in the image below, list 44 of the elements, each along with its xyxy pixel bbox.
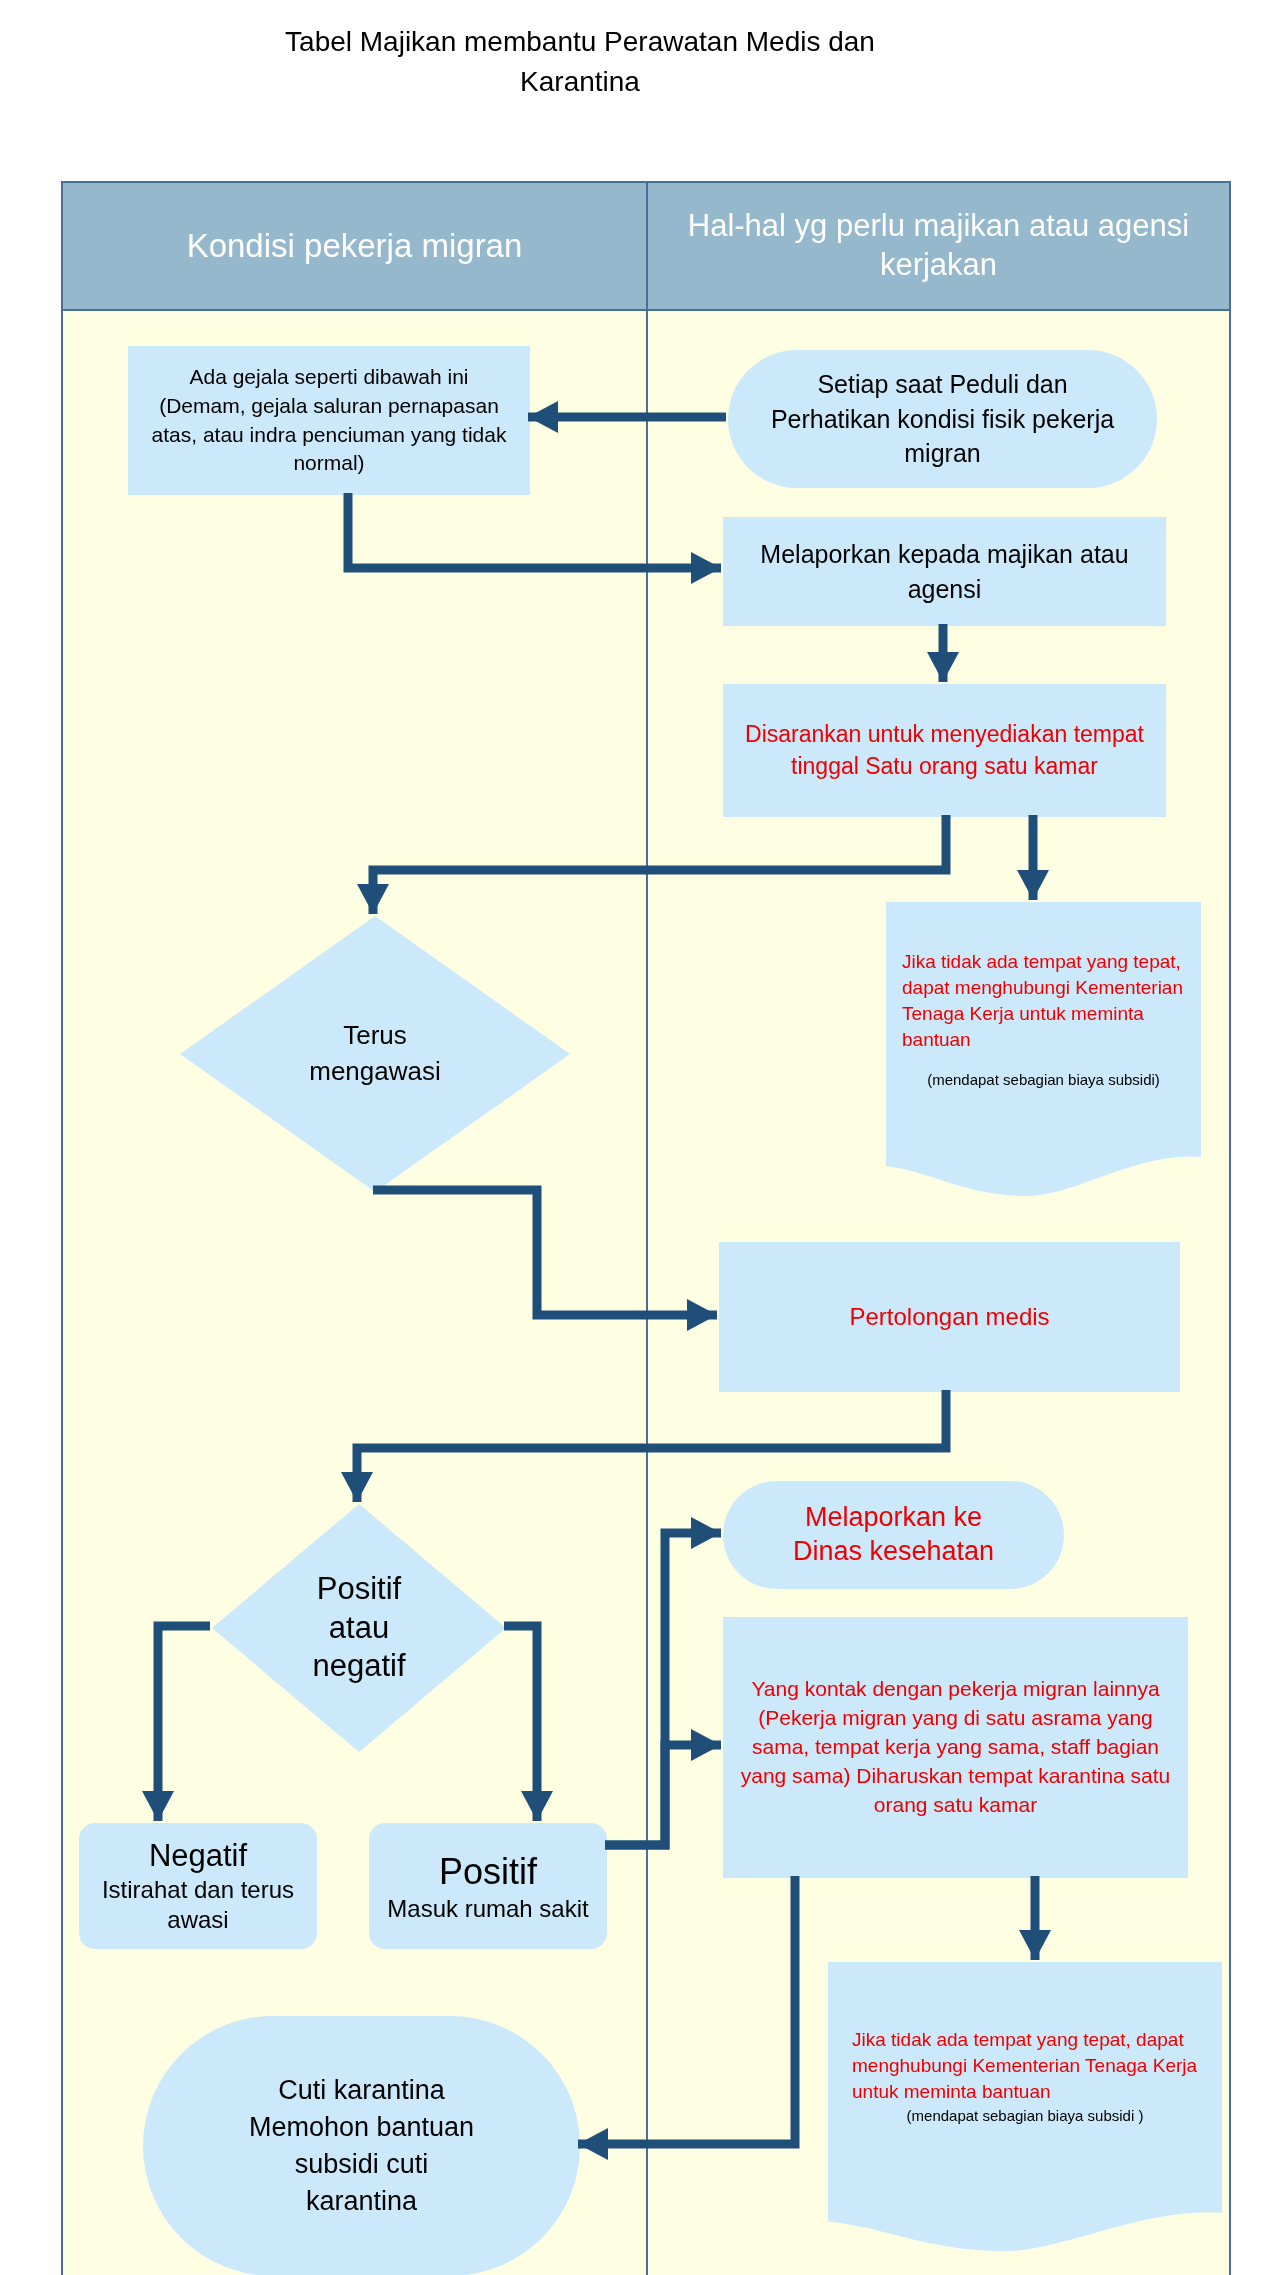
node-text: Positif (438, 1849, 537, 1894)
decision-diamond (212, 1504, 506, 1752)
process-box (128, 346, 530, 495)
decision-diamond (180, 916, 570, 1192)
arrow (504, 1621, 553, 1821)
swimlane (61, 181, 646, 2275)
node-text: Masuk rumah sakit (387, 1893, 589, 1924)
arrow (142, 1621, 210, 1821)
node-text: Disarankan untuk menyediakan tempat tinggal Satu orang satu kamar (744, 719, 1145, 781)
lane-header: Kondisi pekerja migran (63, 183, 646, 311)
node-text: Jika tidak ada tempat yang tepat, dapat menghubungi Kementerian Tenaga Kerja untuk meminta bantuan (852, 2028, 1198, 2105)
process-box (719, 1242, 1180, 1392)
arrow (605, 1729, 721, 1850)
node-text: Setiap saat Peduli dan Perhatikan kondisi fisik pekerja migran (769, 369, 1116, 470)
node-text: (mendapat sebagian biaya subsidi ) (906, 2106, 1144, 2127)
node-text: Negatif (148, 1836, 248, 1875)
node-text: Melaporkan ke Dinas kesehatan (791, 1501, 996, 1568)
title: Tabel Majikan membantu Perawatan Medis dan Karantina (284, 25, 876, 99)
node-text: (mendapat sebagian biaya subsidi) (927, 1070, 1160, 1090)
arrow (357, 815, 951, 914)
lane-header: Hal-hal yg perlu majikan atau agensi kerjakan (648, 183, 1229, 311)
process-box (723, 1617, 1188, 1878)
arrow (341, 1390, 951, 1502)
node-text: Positif atau negatif (311, 1569, 407, 1686)
process-box (723, 684, 1166, 817)
arrow (373, 1185, 717, 1331)
node-text: Melaporkan kepada majikan atau agensi (759, 539, 1130, 605)
result-box (79, 1823, 317, 1949)
node-text: Yang kontak dengan pekerja migran lainnya (Pekerja migran yang di satu asrama yang sama, tempat kerja yang sama, staff bagian yang sama) Diharuskan tempat karantina satu orang satu kamar (739, 1676, 1172, 1818)
arrow (343, 493, 721, 584)
arrow (528, 401, 726, 433)
swimlane (646, 181, 1231, 2275)
node-text: Jika tidak ada tempat yang tepat, dapat menghubungi Kementerian Tenaga Kerja untuk meminta bantuan (902, 949, 1184, 1052)
arrow (927, 624, 959, 682)
node-text: Ada gejala seperti dibawah ini (Demam, gejala saluran pernapasan atas, atau indra penciuman yang tidak normal) (150, 363, 508, 477)
node-text: Cuti karantina Memohon bantuan subsidi cuti karantina (247, 2073, 476, 2219)
node-text: Terus mengawasi (308, 1019, 442, 1088)
arrow (1017, 815, 1049, 900)
arrow (578, 1876, 800, 2160)
process-box (723, 517, 1166, 626)
node-text: Istirahat dan terus awasi (100, 1875, 296, 1936)
result-box (369, 1823, 607, 1949)
arrow (1019, 1876, 1051, 1960)
node-text: Pertolongan medis (849, 1302, 1050, 1332)
